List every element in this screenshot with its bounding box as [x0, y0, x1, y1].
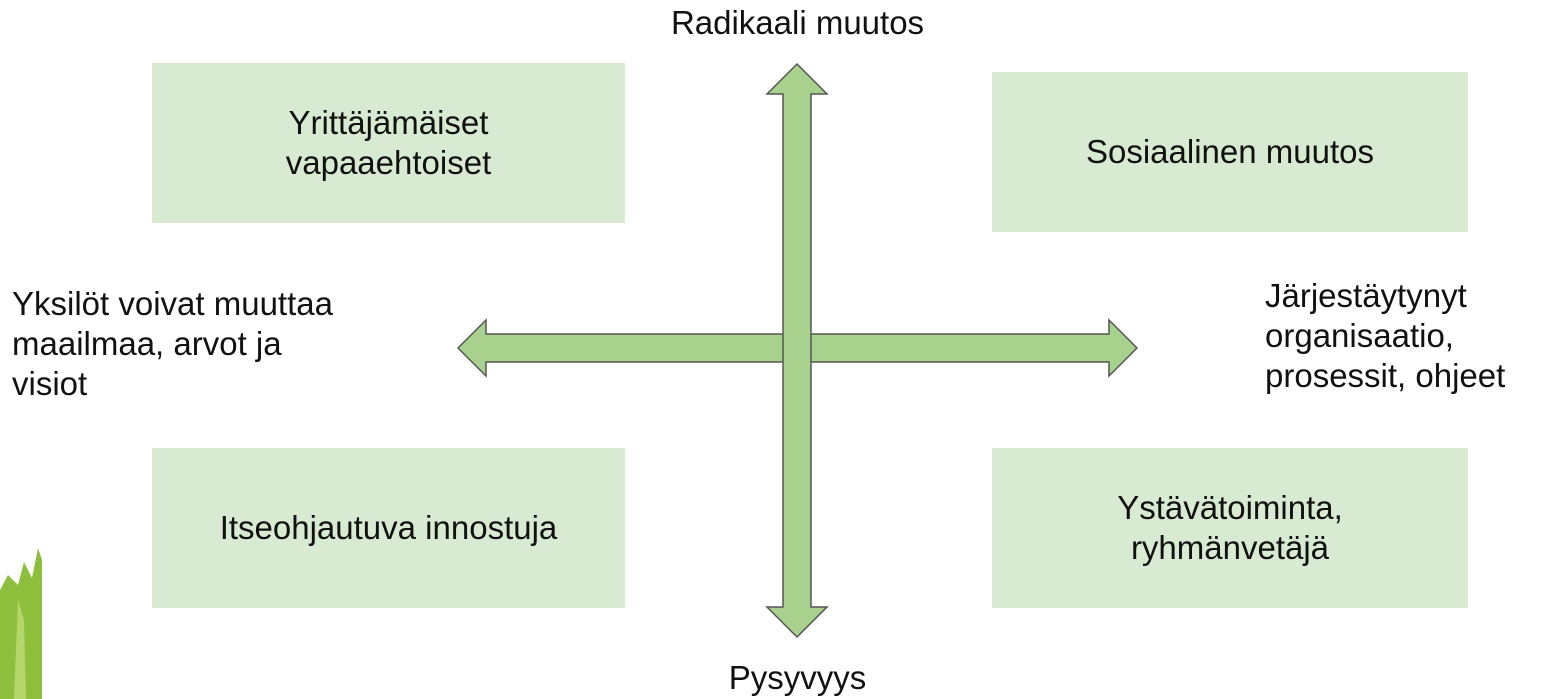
vertical-axis-arrow — [765, 62, 829, 639]
quadrant-top-right: Sosiaalinen muutos — [992, 72, 1468, 232]
quadrant-bottom-left: Itseohjautuva innostuja — [152, 448, 625, 608]
quadrant-top-left: Yrittäjämäiset vapaaehtoiset — [152, 63, 625, 223]
axis-label-bottom: Pysyvyys — [728, 659, 867, 696]
axis-label-top: Radikaali muutos — [670, 4, 925, 41]
axis-label-left: Yksilöt voivat muuttaa maailmaa, arvot j… — [12, 285, 333, 402]
axis-label-right: Järjestäytynyt organisaatio, prosessit, … — [1265, 277, 1506, 394]
quadrant-bottom-right: Ystävätoiminta, ryhmänvetäjä — [992, 448, 1468, 608]
leaf-decoration — [0, 548, 42, 699]
